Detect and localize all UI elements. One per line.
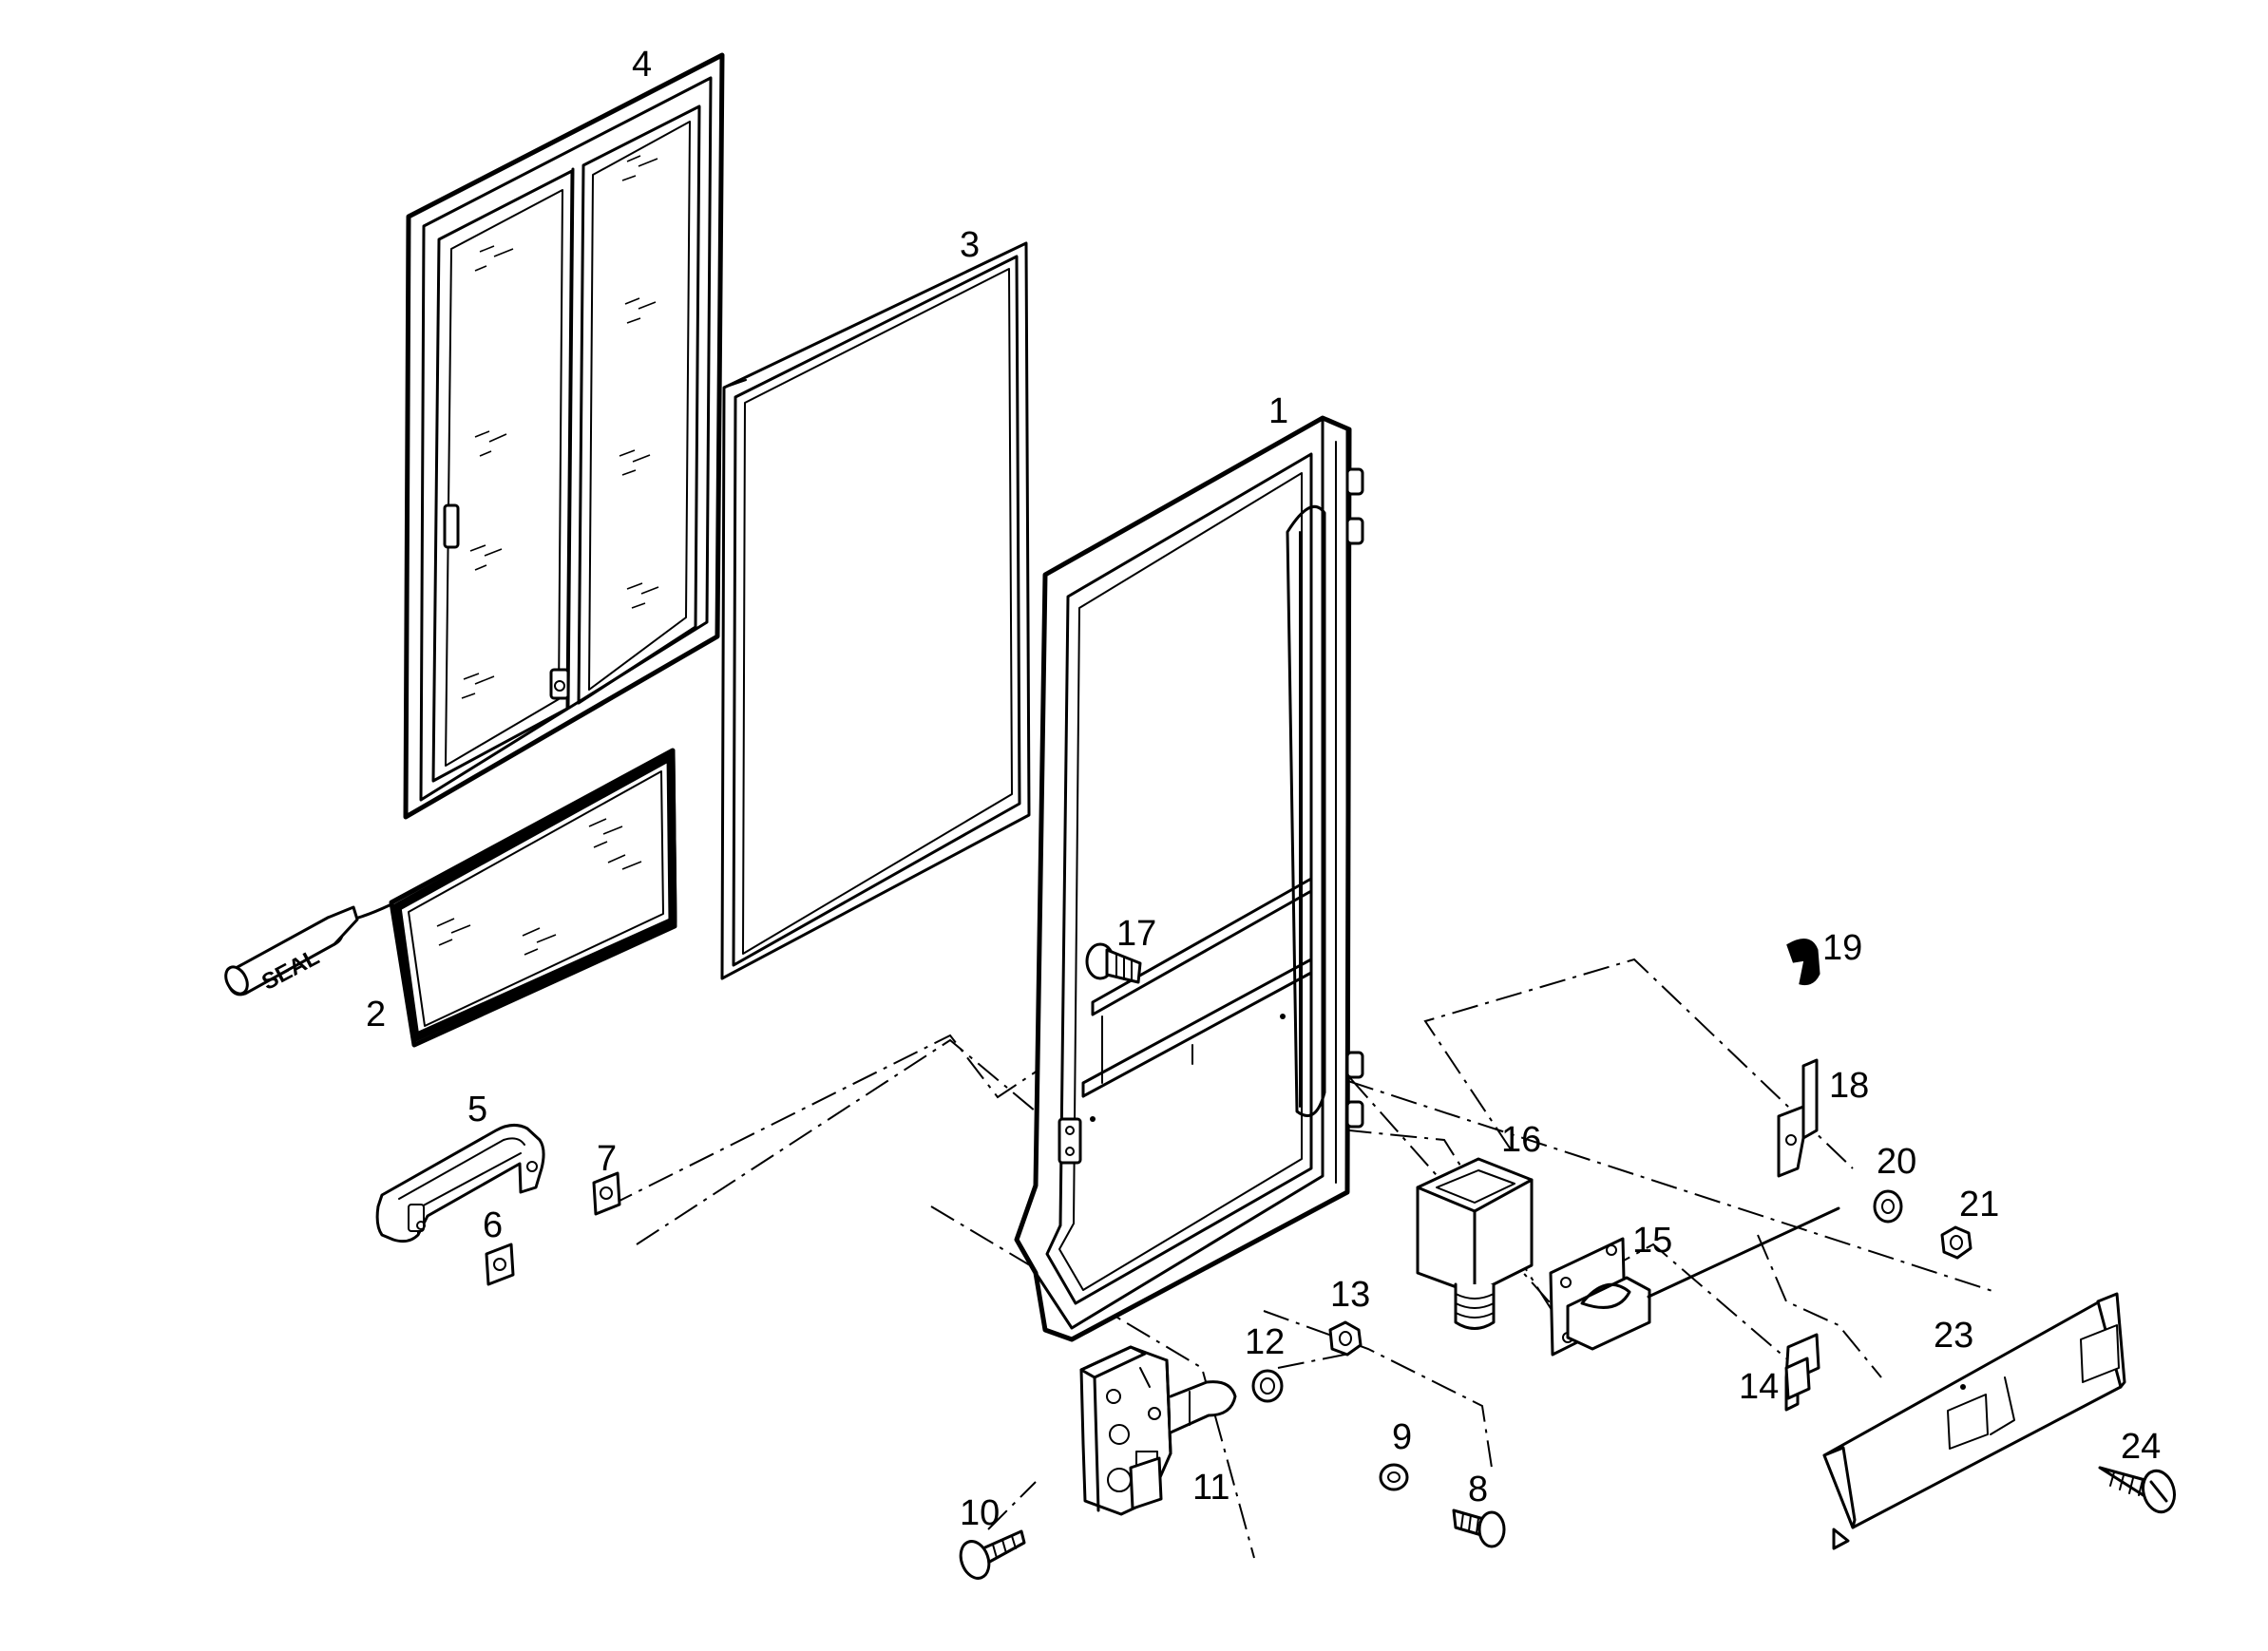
- part-17-bolt: [1085, 942, 1142, 984]
- part-4-sliding-window: [403, 52, 725, 820]
- label-part-9: 9: [1392, 1417, 1412, 1457]
- label-part-23: 23: [1934, 1316, 1973, 1356]
- part-15-lock-plate: [1549, 1206, 1840, 1357]
- label-part-24: 24: [2121, 1427, 2161, 1467]
- label-part-20: 20: [1877, 1142, 1916, 1182]
- part-11-door-latch: [1079, 1345, 1237, 1516]
- part-20-washer: [1873, 1189, 1903, 1224]
- label-part-17: 17: [1116, 914, 1156, 954]
- sealant-tube: SEAL: [224, 905, 359, 996]
- label-part-6: 6: [483, 1205, 503, 1245]
- label-part-3: 3: [960, 225, 980, 265]
- label-part-21: 21: [1959, 1185, 1999, 1224]
- label-part-14: 14: [1739, 1367, 1779, 1407]
- part-6-spacer: [485, 1243, 515, 1286]
- part-23-cover-plate: [1822, 1292, 2126, 1550]
- part-3-window-gasket: [720, 241, 1031, 980]
- part-7-spacer: [592, 1171, 621, 1216]
- part-18-bracket: [1777, 1058, 1819, 1178]
- label-part-19: 19: [1822, 928, 1862, 968]
- part-1-door-frame: [1014, 415, 1364, 1342]
- part-19-clip: [1786, 939, 1820, 985]
- part-2-lower-glass-panel: [340, 748, 677, 1048]
- label-part-4: 4: [632, 45, 652, 85]
- label-part-11: 11: [1192, 1468, 1229, 1508]
- label-part-7: 7: [597, 1139, 617, 1179]
- part-16-lock-housing: [1416, 1157, 1534, 1330]
- label-part-15: 15: [1632, 1221, 1672, 1261]
- part-13-nut: [1328, 1320, 1363, 1357]
- label-part-18: 18: [1829, 1066, 1869, 1106]
- label-part-16: 16: [1501, 1120, 1541, 1160]
- part-10-screw: [959, 1529, 1026, 1580]
- label-part-1: 1: [1268, 391, 1288, 431]
- part-5-door-handle: [375, 1124, 545, 1243]
- part-21-nut: [1940, 1225, 1973, 1260]
- label-part-8: 8: [1468, 1470, 1488, 1509]
- part-14-clip-bracket: [1784, 1333, 1820, 1412]
- part-12-washer: [1251, 1369, 1284, 1403]
- part-8-bolt: [1452, 1509, 1506, 1548]
- label-part-2: 2: [366, 995, 386, 1034]
- label-part-13: 13: [1330, 1275, 1370, 1315]
- label-part-5: 5: [467, 1090, 487, 1129]
- part-24-screw: [2098, 1466, 2176, 1514]
- label-part-10: 10: [960, 1493, 1000, 1533]
- label-part-12: 12: [1245, 1322, 1285, 1362]
- part-9-washer: [1379, 1463, 1409, 1491]
- part-labels: 1 2 3 4 5 6 7 8 9 10 11 12 13 14 15 16 1…: [366, 45, 2161, 1533]
